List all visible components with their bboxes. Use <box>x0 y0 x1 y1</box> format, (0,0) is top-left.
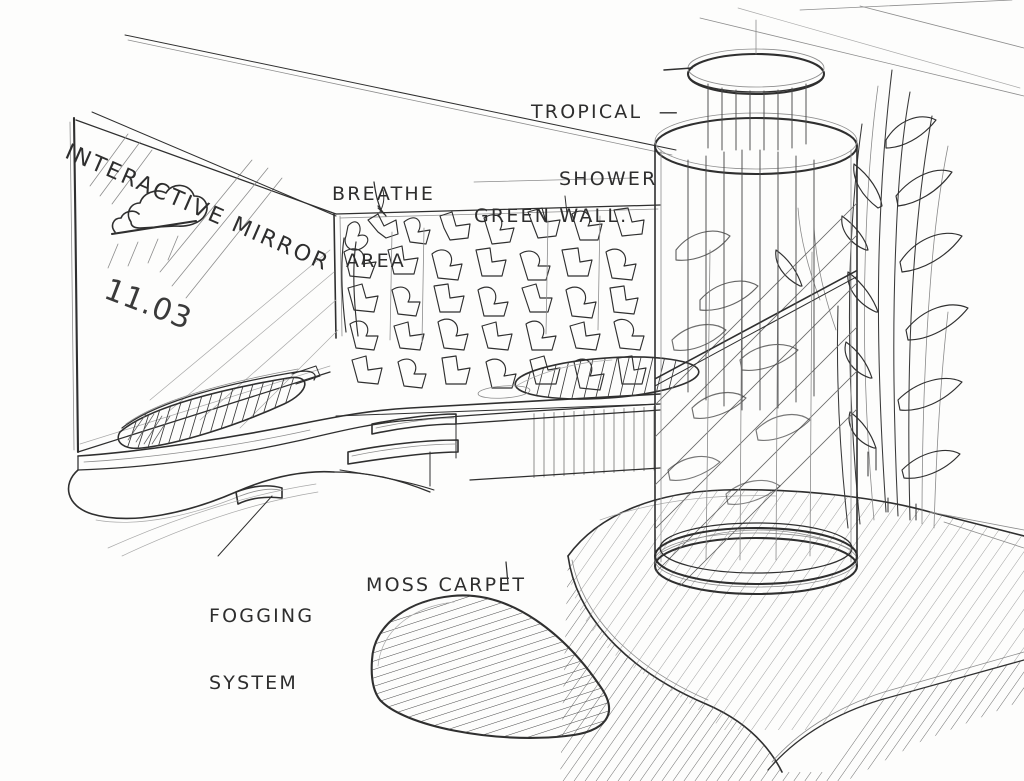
shower-base-platform <box>653 522 859 586</box>
glass-shower-cylinder <box>653 112 877 596</box>
cloud-with-rain-icon <box>107 184 208 269</box>
floor-podium <box>560 488 1024 781</box>
tropical-shower-head <box>686 19 826 151</box>
leader-interactive-mirror <box>91 111 337 217</box>
shower-water-lines <box>707 83 807 151</box>
label-tropical-shower: TROPICAL — SHOWER <box>531 100 680 191</box>
counter-front-face <box>533 406 655 479</box>
label-breathe-area: BREATHE AREA <box>332 182 436 273</box>
label-moss-carpet: MOSS CARPET <box>366 573 527 596</box>
interactive-mirror-panel <box>69 116 343 454</box>
ceiling-perspective-lines <box>124 0 1024 156</box>
label-green-wall: GREEN WALL. <box>474 204 629 227</box>
leader-tropical-shower <box>663 67 693 71</box>
leader-green-wall <box>473 177 635 183</box>
green-wall-surface <box>335 189 661 417</box>
basin-left <box>117 365 321 450</box>
green-wall-foliage <box>341 207 647 391</box>
fogging-nozzle <box>235 485 283 505</box>
label-fogging-system: FOGGING SYSTEM <box>209 604 315 695</box>
water-streams-cylinder <box>687 149 815 411</box>
annotation-leaders <box>91 67 693 585</box>
shelf-lower <box>347 439 459 487</box>
leader-fogging-system <box>217 495 273 557</box>
leader-moss-carpet <box>505 561 509 585</box>
